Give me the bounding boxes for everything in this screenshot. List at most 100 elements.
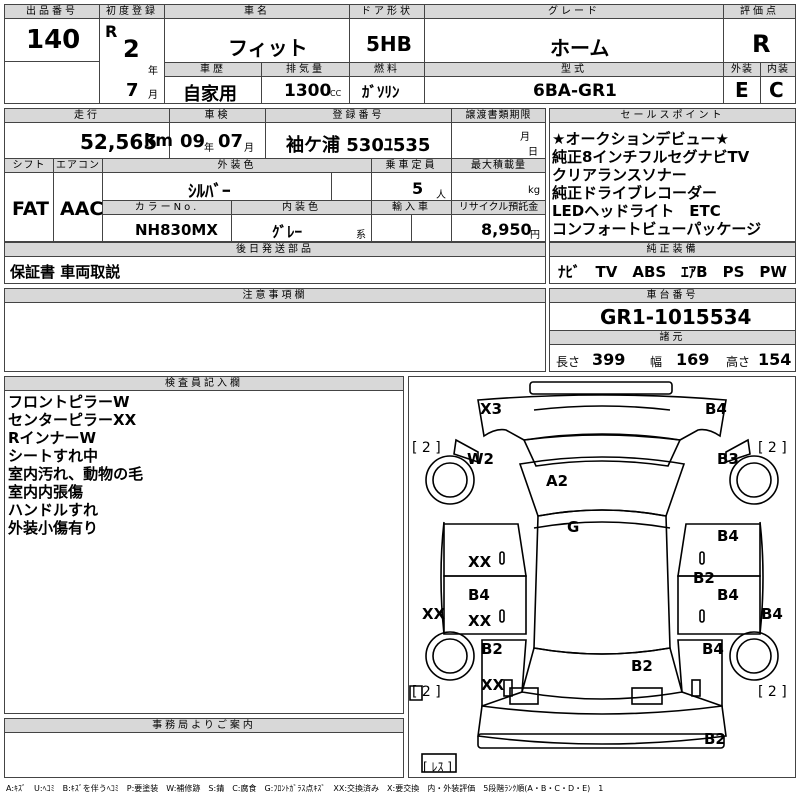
mark-b4-top-right: B4 <box>705 400 727 418</box>
insp-year: 09 <box>180 131 206 152</box>
mark-g: G <box>567 518 580 536</box>
ext-label: 外装 <box>724 63 760 77</box>
sales-point: 純正8インチフルセグナビTV <box>552 148 750 166</box>
inspector-line: 外装小傷有り <box>8 519 99 537</box>
car-name: フィット <box>228 36 308 60</box>
mark-b4-right-1: B4 <box>717 527 739 545</box>
grade: ホーム <box>550 36 610 60</box>
diagram-box <box>408 376 796 778</box>
mark-xx-side: XX <box>422 605 446 623</box>
car-diagram <box>409 381 779 773</box>
inspector-line: センターピラーXX <box>8 411 137 429</box>
lot-number: 140 <box>26 25 81 55</box>
sales-point: コンフォートビューパッケージ <box>552 220 762 238</box>
mileage-label: 走行 <box>5 109 169 123</box>
ac: AAC <box>60 198 104 220</box>
model: 6BA-GR1 <box>533 81 617 101</box>
car-name-label: 車名 <box>165 5 349 19</box>
int-grade: C <box>769 78 784 102</box>
reg-year: 2 <box>123 35 140 63</box>
inspector-label: 検査員記入欄 <box>5 377 403 391</box>
mark-a2: A2 <box>546 472 569 490</box>
height: 154 <box>758 350 792 369</box>
later-parts-label: 後日発送部品 <box>5 243 545 257</box>
later-parts-box <box>4 242 546 284</box>
transfer-day: 日 <box>528 147 538 158</box>
exterior-color-label: 外装色 <box>103 159 371 173</box>
ext-grade: E <box>735 78 749 102</box>
cc-unit: CC <box>330 89 342 98</box>
fuel-label: 燃料 <box>350 63 424 77</box>
transfer-month: 月 <box>520 132 530 143</box>
insp-month: 07 <box>218 131 244 152</box>
inspector-line: 室内汚れ、動物の毛 <box>8 465 144 483</box>
int-label: 内装 <box>761 63 795 77</box>
grade-label: グレード <box>425 5 723 19</box>
genuine-equipment-box <box>549 242 796 284</box>
legend: A:ｷｽﾞ U:ﾍｺﾐ B:ｷｽﾞを伴うﾍｺﾐ P:要塗装 W:補修跡 S:錆 … <box>6 784 604 793</box>
height-label: 高さ <box>726 355 751 369</box>
yen-unit: 円 <box>530 230 540 241</box>
score-label: 評価点 <box>724 5 795 19</box>
import-label: 輸入車 <box>372 201 451 215</box>
transfer-label: 譲渡書類期限 <box>452 109 545 123</box>
model-label: 型式 <box>425 63 723 77</box>
inspector-line: ハンドルすれ <box>8 501 99 519</box>
mark-b2-right: B2 <box>693 569 715 587</box>
mileage: 52,565 <box>80 130 158 154</box>
shift: FAT <box>12 198 49 220</box>
width: 169 <box>676 350 710 369</box>
ac-label: エアコン <box>54 159 102 173</box>
inspector-line: 室内内張傷 <box>8 483 84 501</box>
width-label: 幅 <box>650 355 663 369</box>
inspector-box <box>4 376 404 714</box>
later-parts: 保証書 車両取説 <box>10 263 121 281</box>
reg-month: 7 <box>126 80 139 101</box>
sales-point: クリアランスソナー <box>552 166 687 184</box>
era: R <box>105 22 118 41</box>
insp-year-unit: 年 <box>204 143 214 154</box>
mark-xx-left-3: XX <box>481 676 505 694</box>
lot-label: 出品番号 <box>5 5 99 19</box>
inspector-line: RインナーW <box>8 429 97 447</box>
insp-month-unit: 月 <box>244 143 254 154</box>
month-unit: 月 <box>148 90 158 101</box>
row2-box <box>4 108 546 242</box>
length: 399 <box>592 350 626 369</box>
recycle-label: リサイクル預託金 <box>452 201 545 215</box>
chassis-label: 車台番号 <box>550 289 795 303</box>
genuine-equipment: ﾅﾋﾞ TV ABS ｴｱB PS PW <box>558 263 787 281</box>
mark-w2: W2 <box>467 450 494 468</box>
tire-front-left: [ 2 ] <box>412 440 441 456</box>
year-unit: 年 <box>148 66 158 77</box>
interior-color: ｸﾞﾚｰ <box>272 223 303 241</box>
color-no-label: カラーNo. <box>103 201 231 215</box>
door-label: ドア形状 <box>350 5 424 19</box>
capacity-unit: 人 <box>436 190 446 201</box>
score: R <box>752 30 771 58</box>
sales-point: LEDヘッドライト ETC <box>552 202 721 220</box>
chassis-number: GR1-1015534 <box>600 305 752 329</box>
mark-b2-left: B2 <box>481 640 503 658</box>
mark-b2-bottom: B2 <box>704 730 726 748</box>
mark-b3: B3 <box>717 450 739 468</box>
first-reg-label: 初度登録 <box>100 5 164 19</box>
door-type: 5HB <box>366 32 412 56</box>
inspector-line: フロントピラーW <box>8 393 130 411</box>
genuine-equipment-label: 純正装備 <box>550 243 795 257</box>
mark-b4-left: B4 <box>468 586 490 604</box>
sales-point: 純正ドライブレコーダー <box>552 184 718 202</box>
specs-label: 諸元 <box>550 331 795 345</box>
load-unit: kg <box>528 185 541 196</box>
mark-xx-left-2: XX <box>468 612 492 630</box>
mark-b4-right-3: B4 <box>702 640 724 658</box>
inspector-line: シートすれ中 <box>8 447 99 465</box>
sales-points-label: セールスポイント <box>550 109 795 123</box>
length-label: 長さ <box>556 355 581 369</box>
capacity: 5 <box>412 179 424 198</box>
tire-rear-right: [ 2 ] <box>758 684 787 700</box>
inspection-label: 車検 <box>170 109 265 123</box>
spare-tire: [ ﾚｽ ] <box>423 760 452 774</box>
mark-b2-bottom-mid: B2 <box>631 657 653 675</box>
mark-b4-side: B4 <box>761 605 783 623</box>
